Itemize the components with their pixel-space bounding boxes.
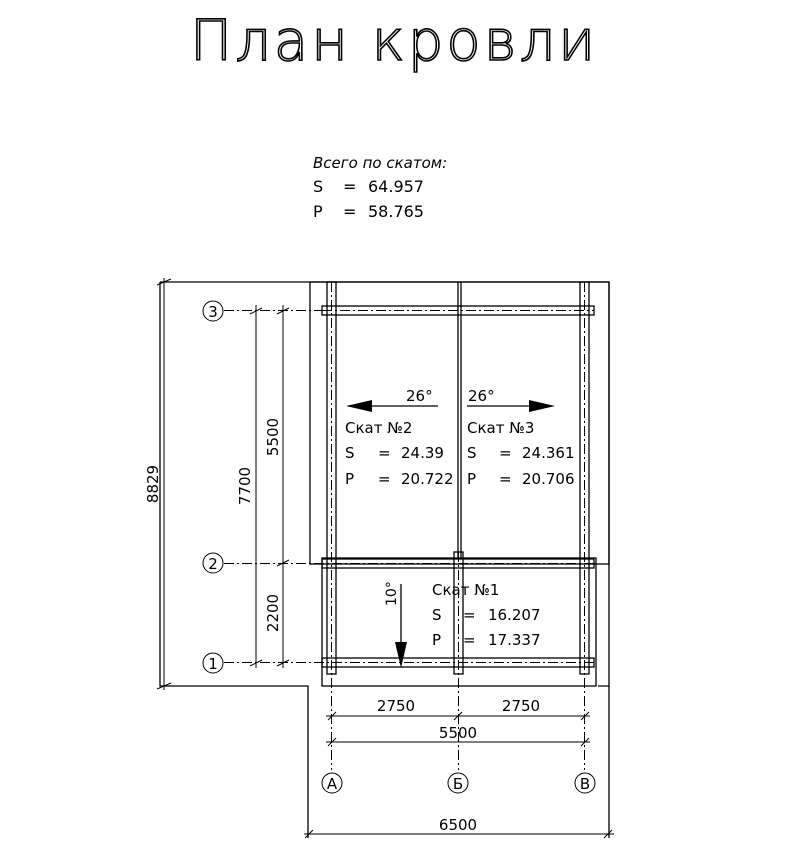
svg-text:=: = bbox=[499, 470, 512, 488]
axis-marker-row-3: 3 bbox=[202, 300, 224, 322]
axis-marker-row-1: 1 bbox=[202, 652, 224, 674]
svg-text:P: P bbox=[432, 631, 441, 649]
svg-text:2: 2 bbox=[208, 555, 218, 573]
totals-p-eq: = bbox=[343, 202, 356, 221]
dim-total-width: 6500 bbox=[304, 816, 614, 839]
totals-s-eq: = bbox=[343, 177, 356, 196]
totals-s-value: 64.957 bbox=[368, 177, 424, 196]
slope-1-label: 10° Скат №1 S = 16.207 P = 17.337 bbox=[384, 581, 541, 668]
svg-text:8829: 8829 bbox=[144, 465, 162, 503]
svg-text:2750: 2750 bbox=[502, 697, 540, 715]
svg-text:24.39: 24.39 bbox=[401, 444, 444, 462]
svg-text:=: = bbox=[378, 470, 391, 488]
svg-text:17.337: 17.337 bbox=[488, 631, 541, 649]
svg-text:26°: 26° bbox=[406, 387, 433, 405]
svg-text:2750: 2750 bbox=[377, 697, 415, 715]
svg-text:24.361: 24.361 bbox=[522, 444, 575, 462]
dim-col-a-b: 2750 2750 bbox=[326, 697, 590, 721]
dim-row-2-3: 5500 bbox=[264, 305, 290, 568]
svg-text:5500: 5500 bbox=[264, 418, 282, 456]
svg-text:Скат №3: Скат №3 bbox=[467, 419, 534, 437]
axis-marker-col-a: А bbox=[321, 772, 343, 794]
svg-text:Скат №1: Скат №1 bbox=[432, 581, 499, 599]
totals-p-value: 58.765 bbox=[368, 202, 424, 221]
svg-text:S: S bbox=[432, 606, 442, 624]
svg-text:=: = bbox=[499, 444, 512, 462]
svg-text:S: S bbox=[467, 444, 477, 462]
drawing-title: План кровли bbox=[190, 9, 598, 74]
svg-text:А: А bbox=[327, 775, 338, 793]
axis-marker-col-b: Б bbox=[447, 772, 469, 794]
svg-text:6500: 6500 bbox=[439, 816, 477, 834]
totals-s-label: S bbox=[313, 177, 323, 196]
svg-text:16.207: 16.207 bbox=[488, 606, 541, 624]
dim-row-1-2: 2200 bbox=[264, 568, 290, 668]
svg-text:=: = bbox=[463, 606, 476, 624]
svg-text:P: P bbox=[345, 470, 354, 488]
svg-text:=: = bbox=[463, 631, 476, 649]
svg-text:1: 1 bbox=[208, 655, 218, 673]
svg-text:3: 3 bbox=[208, 303, 218, 321]
svg-text:10°: 10° bbox=[384, 581, 400, 606]
dim-row-1-3: 7700 bbox=[236, 305, 263, 668]
totals-heading: Всего по скатом: bbox=[313, 154, 447, 172]
svg-text:=: = bbox=[378, 444, 391, 462]
svg-text:Б: Б bbox=[453, 775, 463, 793]
svg-text:S: S bbox=[345, 444, 355, 462]
svg-text:5500: 5500 bbox=[439, 724, 477, 742]
axis-marker-col-c: В bbox=[574, 772, 596, 794]
svg-text:P: P bbox=[467, 470, 476, 488]
svg-text:В: В bbox=[580, 775, 590, 793]
svg-text:Скат №2: Скат №2 bbox=[345, 419, 412, 437]
svg-text:7700: 7700 bbox=[236, 467, 254, 505]
svg-text:20.706: 20.706 bbox=[522, 470, 575, 488]
roof-outline-left bbox=[159, 282, 309, 838]
slope-3-label: 26° Скат №3 S = 24.361 P = 20.706 bbox=[467, 387, 575, 488]
totals-p-label: P bbox=[313, 202, 323, 221]
slope-2-label: 26° Скат №2 S = 24.39 P = 20.722 bbox=[345, 387, 454, 488]
axis-marker-row-2: 2 bbox=[202, 552, 224, 574]
svg-text:26°: 26° bbox=[468, 387, 495, 405]
svg-text:20.722: 20.722 bbox=[401, 470, 454, 488]
svg-text:2200: 2200 bbox=[264, 594, 282, 632]
dim-col-a-c: 5500 bbox=[326, 724, 590, 747]
dim-total-height: 8829 bbox=[144, 278, 172, 690]
